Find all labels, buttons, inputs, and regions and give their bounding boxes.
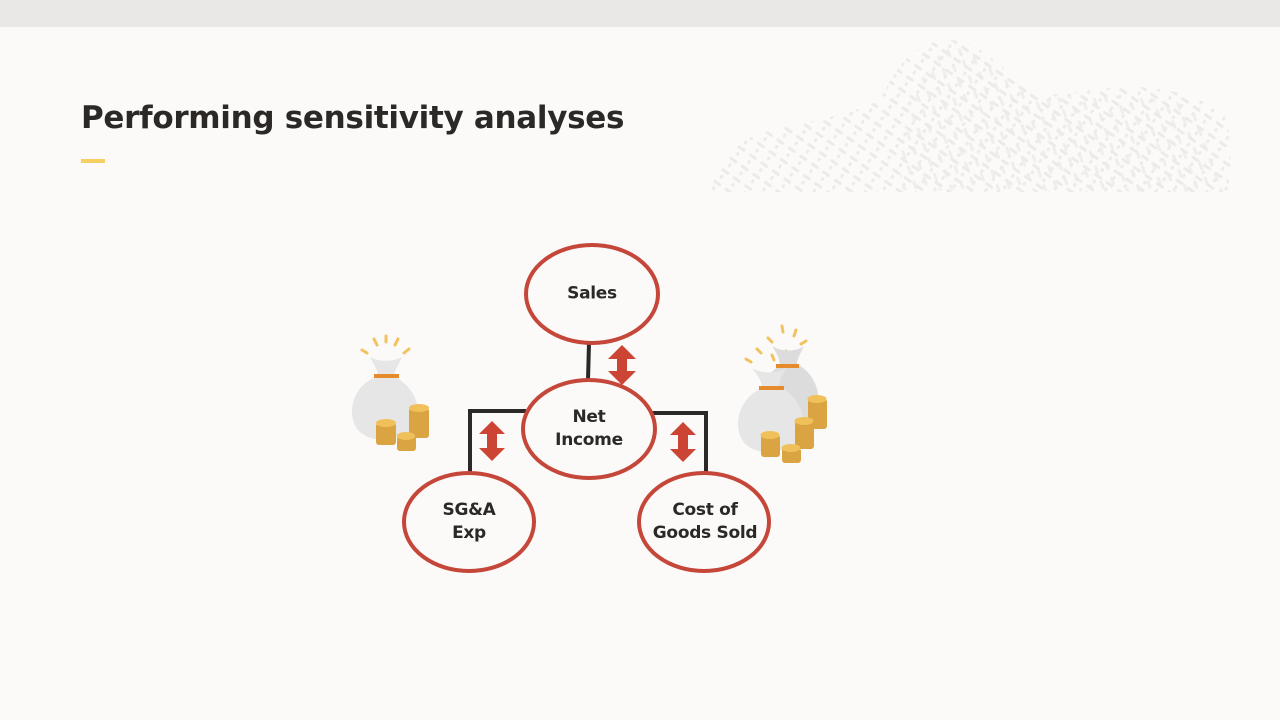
label-line: Net <box>572 407 606 427</box>
label-line: Income <box>555 430 623 450</box>
money-bag-icon <box>352 334 429 451</box>
double-arrow-icon <box>608 345 636 385</box>
connector-lines <box>468 342 708 474</box>
node-net-income-label: Net Income <box>555 406 623 452</box>
double-arrow-icon <box>670 422 696 462</box>
node-sales-label: Sales <box>567 283 617 306</box>
label-line: Goods Sold <box>652 523 758 543</box>
label-line: SG&A <box>442 500 496 520</box>
title-accent-bar <box>81 159 105 163</box>
top-bar <box>0 0 1280 27</box>
node-sales <box>524 243 660 345</box>
node-sga-exp-label: SG&A Exp <box>443 499 496 545</box>
label-line: Exp <box>452 523 486 543</box>
label-line: Cost of <box>672 500 738 520</box>
money-bags-icon <box>738 324 827 463</box>
coin-stack-icon <box>376 404 429 451</box>
node-cogs <box>637 471 771 573</box>
label-line: Sales <box>567 283 617 304</box>
double-arrow-icon <box>479 421 505 461</box>
coin-stack-icon <box>760 395 827 463</box>
node-net-income <box>521 378 657 480</box>
node-sga-exp <box>402 471 536 573</box>
node-cogs-label: Cost of Goods Sold <box>652 499 758 545</box>
slide-title: Performing sensitivity analyses <box>81 100 625 136</box>
